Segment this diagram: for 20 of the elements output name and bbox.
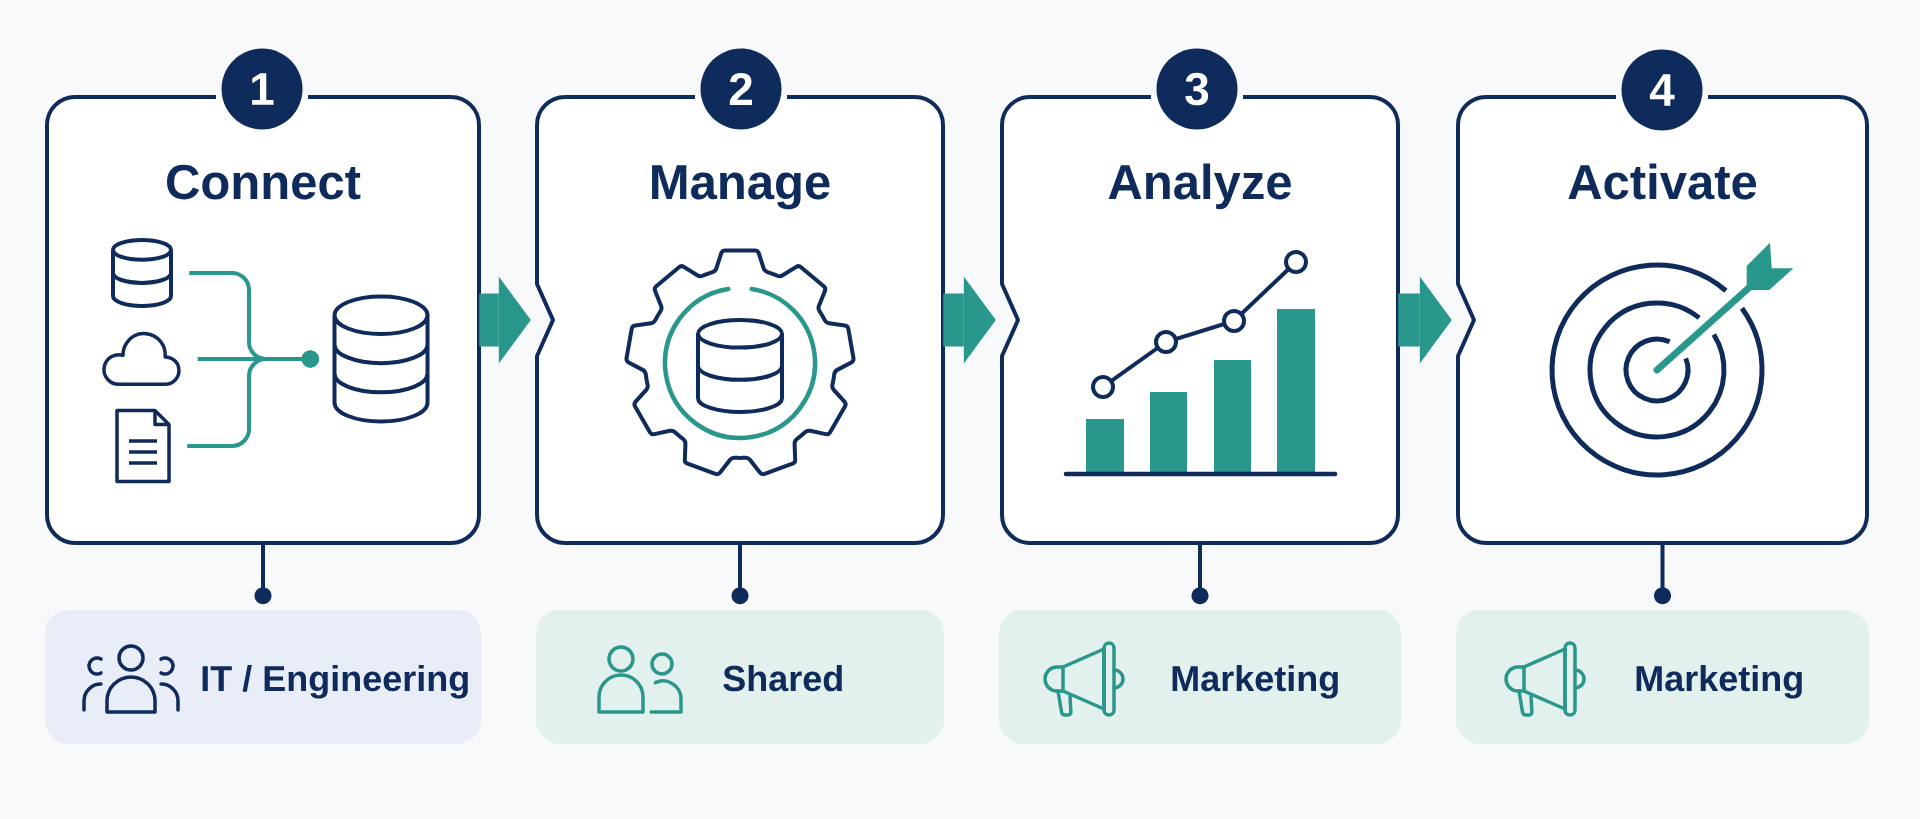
block-arrow <box>943 276 996 364</box>
number-badge: 1 <box>221 48 303 130</box>
connector-line <box>731 543 749 605</box>
connector-line <box>1654 543 1671 605</box>
connector-line <box>1191 543 1209 605</box>
database-icon <box>332 294 430 424</box>
connector-line <box>254 543 272 605</box>
database-icon <box>111 238 173 308</box>
block-arrow <box>479 276 531 364</box>
connector-line <box>187 350 319 448</box>
document-icon <box>115 408 171 484</box>
role-box: IT / Engineering <box>45 610 481 744</box>
cloud-icon <box>102 331 181 387</box>
role-box: Marketing <box>999 610 1401 744</box>
block-arrow <box>1398 276 1452 364</box>
role-box: Marketing <box>1456 610 1869 744</box>
number-badge: 4 <box>1621 49 1703 131</box>
number-badge: 3 <box>1156 48 1238 130</box>
role-box: Shared <box>536 610 944 744</box>
number-badge: 2 <box>700 48 782 130</box>
